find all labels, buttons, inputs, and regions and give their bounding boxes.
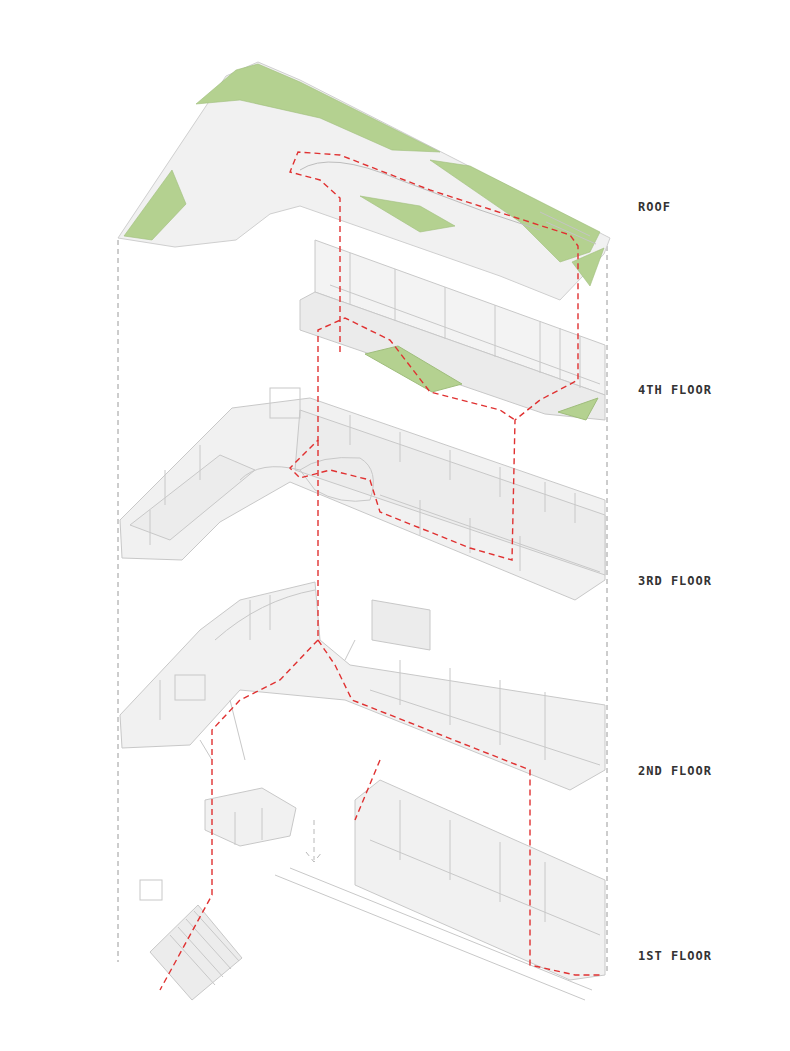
- floor-label: 1ST FLOOR: [638, 950, 712, 962]
- first-floor: [140, 780, 605, 1000]
- floor-label: ROOF: [638, 201, 671, 213]
- floor-label: 3RD FLOOR: [638, 575, 712, 587]
- floor-label: 2ND FLOOR: [638, 765, 712, 777]
- fourth-floor: [300, 240, 605, 420]
- third-floor: [120, 388, 605, 600]
- circulation-path: [160, 152, 600, 990]
- floor-label: 4TH FLOOR: [638, 384, 712, 396]
- second-floor: [120, 582, 605, 790]
